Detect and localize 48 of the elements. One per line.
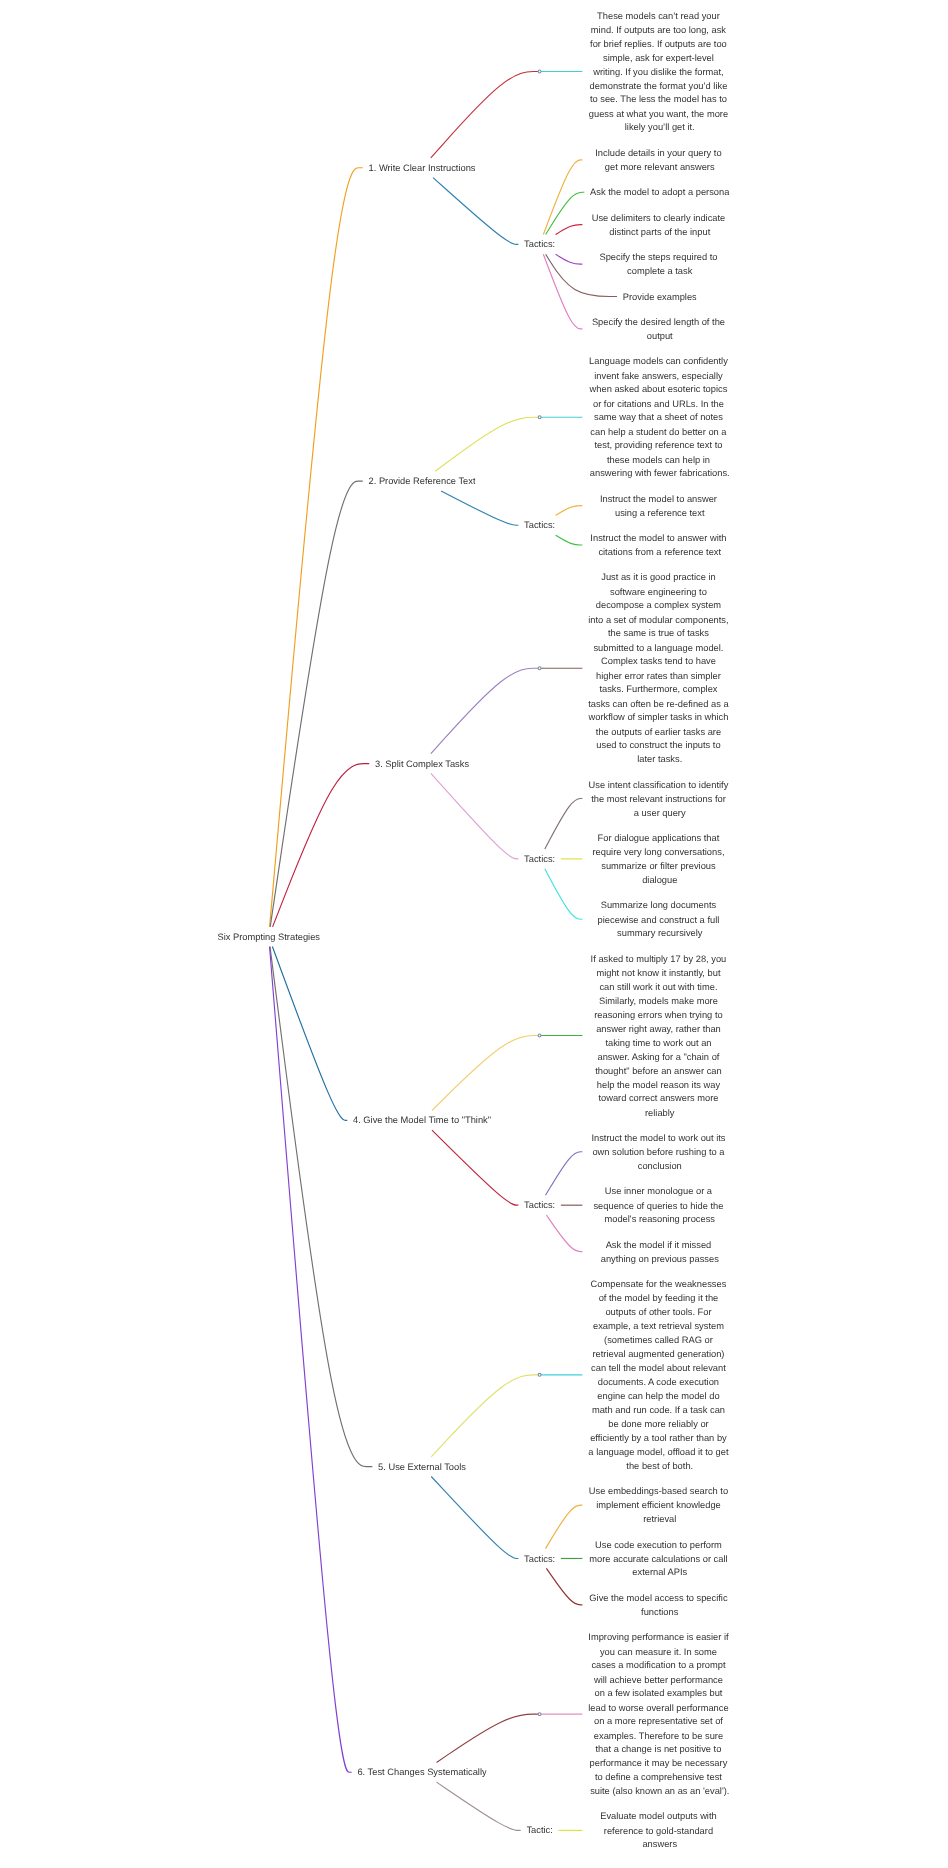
node-circle xyxy=(537,1712,542,1717)
connector xyxy=(542,253,583,330)
connector xyxy=(430,1129,519,1206)
connector xyxy=(540,416,583,418)
connector xyxy=(429,772,519,860)
connector xyxy=(430,1034,539,1112)
connector xyxy=(540,1034,583,1037)
connector xyxy=(540,667,583,669)
connector xyxy=(429,667,539,755)
connector xyxy=(271,763,370,928)
connector xyxy=(554,224,583,236)
connector xyxy=(269,480,363,928)
connector xyxy=(543,868,583,920)
connector xyxy=(545,1567,583,1606)
connector xyxy=(435,1781,521,1831)
node-circle xyxy=(537,1033,542,1038)
connector xyxy=(557,1829,583,1831)
node-circle xyxy=(537,69,542,74)
connector xyxy=(429,70,539,159)
connector xyxy=(543,797,583,850)
connector xyxy=(544,1504,583,1550)
connector xyxy=(540,1374,583,1376)
connector xyxy=(540,70,583,73)
connector xyxy=(545,1214,583,1253)
connector xyxy=(554,253,583,265)
connector xyxy=(268,167,363,928)
connector xyxy=(554,505,583,516)
connector xyxy=(268,946,373,1468)
connector xyxy=(544,253,618,298)
connector xyxy=(544,1151,583,1196)
connector xyxy=(430,1374,539,1458)
connector xyxy=(271,946,348,1121)
connector xyxy=(540,1713,583,1715)
connector xyxy=(559,858,583,860)
connector xyxy=(440,490,519,526)
connector xyxy=(435,1713,539,1763)
node-circle xyxy=(537,1372,542,1377)
connector xyxy=(542,159,583,236)
node-circle xyxy=(537,666,542,671)
connector xyxy=(430,1475,519,1560)
connector xyxy=(544,191,585,236)
connector xyxy=(268,946,352,1773)
connector xyxy=(554,534,583,546)
node-circle xyxy=(537,415,542,420)
connector xyxy=(559,1557,583,1560)
connector xyxy=(559,1204,583,1206)
connector xyxy=(434,416,539,472)
connector xyxy=(432,177,519,245)
